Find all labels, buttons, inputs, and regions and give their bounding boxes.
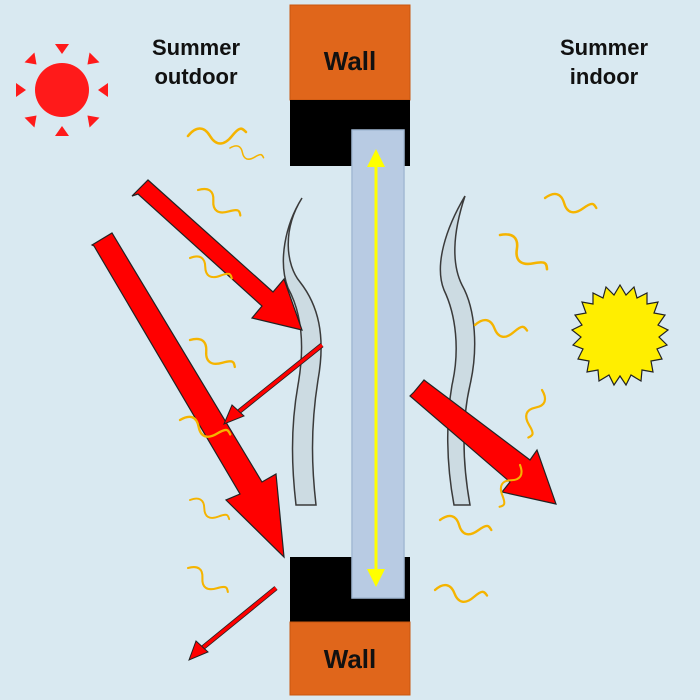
top-wall: Wall	[289, 4, 411, 101]
wall-bottom-label: Wall	[324, 644, 376, 674]
indoor-label-line2: indoor	[570, 64, 639, 89]
outdoor-blind	[282, 197, 322, 506]
outdoor-label-line2: outdoor	[154, 64, 238, 89]
reflected-radiation-arrow	[188, 586, 278, 661]
wall-top-label: Wall	[324, 46, 376, 76]
glass-pane	[351, 129, 405, 599]
heat-source-icon	[570, 283, 670, 387]
outdoor-label-line1: Summer	[152, 35, 240, 60]
sun-icon	[16, 44, 108, 136]
solar-radiation-arrow	[90, 232, 285, 559]
solar-radiation-arrow	[409, 379, 557, 505]
bottom-wall: Wall	[289, 621, 411, 696]
indoor-label-line1: Summer	[560, 35, 648, 60]
reflected-radiation-arrow	[223, 343, 324, 425]
solar-radiation-arrow	[131, 179, 303, 331]
